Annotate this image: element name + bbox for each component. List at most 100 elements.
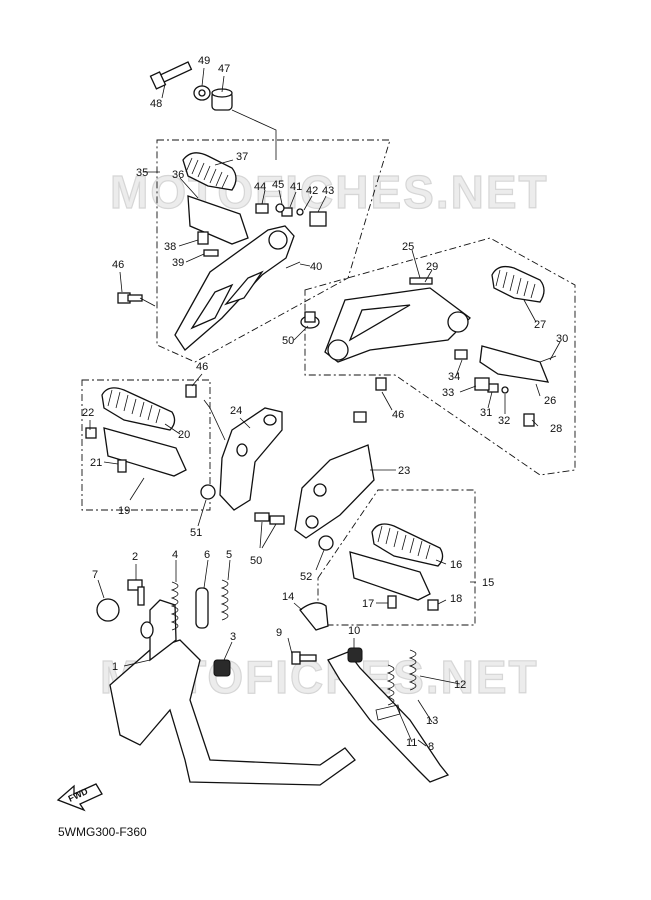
part-label: 37 [236,151,248,163]
bolts-46-middle [185,377,387,423]
washer-52-left [200,484,216,500]
footpeg-arm-15 [349,551,431,601]
part-label: 43 [322,185,334,197]
part-label: 51 [190,527,202,539]
footrest-assembly-19 [85,387,187,477]
bracket-23 [294,444,375,539]
part-label: 10 [348,625,360,637]
part-label: 2 [132,551,138,563]
part-label: 50 [282,335,294,347]
bolt-38 [197,231,209,245]
washer-52-right [318,535,334,551]
side-stand-8 [291,602,450,783]
bracket-14 [299,602,329,631]
pin-34 [454,349,468,360]
pin-18 [427,599,439,611]
bolt-17 [387,595,397,609]
part-label: 8 [428,741,434,753]
footpeg-arm-19 [103,427,187,477]
spring-5 [220,579,229,621]
bolt-29 [409,277,433,285]
ball-42 [296,208,304,216]
bolt-49 [149,61,193,90]
part-label: 48 [150,98,162,110]
collar-3 [213,659,231,677]
part-label: 46 [392,409,404,421]
part-label: 40 [310,261,322,273]
part-label: 19 [118,505,130,517]
part-label: 33 [442,387,454,399]
rubber-20 [101,387,176,431]
watermark-top: MOTOFICHES.NET [110,166,549,218]
group-outlines [81,139,576,626]
pin-22 [85,427,97,439]
part-label: 30 [556,333,568,345]
part-label: 21 [90,457,102,469]
bolts-51 [254,512,285,525]
footpeg-arm-36 [187,195,249,245]
washer-48 [300,311,320,329]
bolt-46-left [117,292,143,304]
diagram-code: 5WMG300-F360 [58,825,147,839]
footpeg-26 [479,345,550,383]
rubber-27 [491,265,545,303]
part-label: 50 [250,555,262,567]
ball-32 [501,386,509,394]
part-label: 38 [164,241,176,253]
group-19-outline [81,379,211,511]
part-label: 31 [480,407,492,419]
part-label: 5 [226,549,232,561]
part-label: 6 [204,549,210,561]
part-label: 27 [534,319,546,331]
spring-45 [275,203,285,213]
pin-44 [255,203,269,214]
part-label: 23 [398,465,410,477]
part-label: 18 [450,593,462,605]
part-label: 41 [290,181,302,193]
bolt-28 [523,413,535,427]
washer-50-hole [198,89,206,97]
pipe-6 [195,587,209,629]
part-labels: 48 49 47 37 36 35 44 45 41 42 43 38 39 4… [82,55,568,753]
top-fasteners [149,61,233,111]
part-label: 42 [306,185,318,197]
part-label: 49 [198,55,210,67]
part-label: 44 [254,181,266,193]
part-label: 1 [112,661,118,673]
bolt-2 [127,579,145,606]
bolt-9 [291,651,317,665]
part-label: 4 [172,549,178,561]
part-label: 14 [282,591,294,603]
part-label: 46 [112,259,124,271]
part-label: 26 [544,395,556,407]
bolt-21 [117,459,127,473]
fwd-arrow: FWD [56,783,103,812]
collar-10 [347,647,363,663]
part-label: 28 [550,423,562,435]
clip-30 [539,355,557,363]
part-label: 11 [406,737,417,749]
part-label: 39 [172,257,184,269]
spring-12 [408,649,417,691]
part-label: 46 [196,361,208,373]
part-label: 15 [482,577,494,589]
leader-lines [89,67,561,747]
part-label: 7 [92,569,98,581]
part-label: 47 [218,63,230,75]
pin-39 [203,249,219,257]
part-label: 52 [300,571,312,583]
footrest-assembly-25 [300,265,557,427]
part-label: 24 [230,405,242,417]
plate-43 [309,211,327,227]
footrest-assembly-35 [174,152,327,351]
spring-4 [170,581,179,631]
part-label: 3 [230,631,236,643]
ball-7 [96,598,120,622]
part-label: 36 [172,169,184,181]
part-label: 20 [178,429,190,441]
rubber-37 [182,152,237,191]
footrest-assembly-15 [349,523,444,611]
part-label: 9 [276,627,282,639]
part-label: 32 [498,415,510,427]
